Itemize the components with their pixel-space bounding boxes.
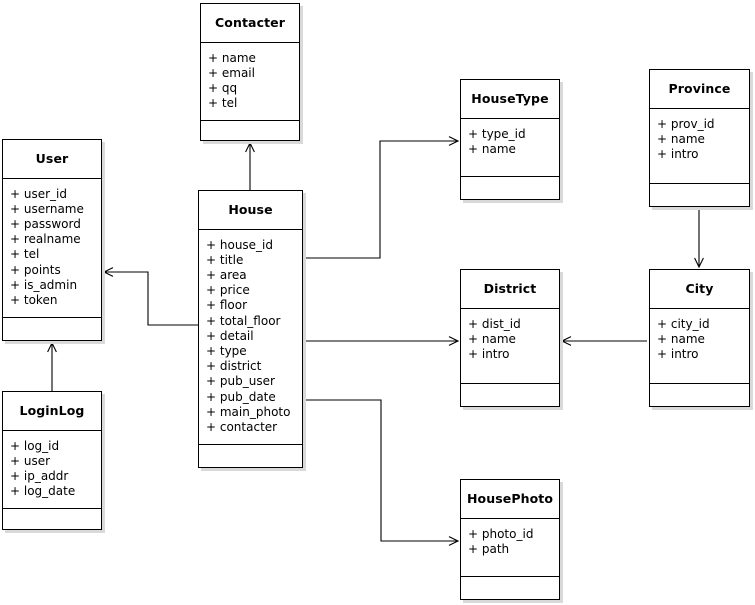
class-box-province[interactable]: Province+ prov_id+ name+ intro [649, 69, 750, 207]
attribute-row: + log_id [10, 438, 60, 453]
attribute-row: + pub_user [206, 374, 275, 389]
attribute-row: + detail [206, 328, 254, 343]
attribute-row: + points [10, 262, 61, 277]
class-box-city[interactable]: City+ city_id+ name+ intro [649, 269, 750, 407]
class-operations-loginlog [3, 509, 101, 531]
class-box-loginlog[interactable]: LoginLog+ log_id+ user+ ip_addr+ log_dat… [2, 391, 102, 530]
attribute-row: + email [208, 65, 255, 80]
class-attributes-city: + city_id+ name+ intro [650, 309, 749, 384]
attribute-row: + password [10, 216, 81, 231]
class-attributes-district: + dist_id+ name+ intro [461, 309, 559, 384]
attribute-row: + floor [206, 298, 248, 313]
class-attributes-housetype: + type_id+ name [461, 119, 559, 177]
class-attributes-housephoto: + photo_id+ path [461, 519, 559, 577]
class-attributes-user: + user_id+ username+ password+ realname+… [3, 179, 101, 319]
attribute-row: + path [468, 541, 510, 556]
attribute-row: + name [468, 141, 516, 156]
attribute-row: + intro [468, 346, 510, 361]
class-operations-district [461, 384, 559, 406]
relationship-house-housephoto [303, 399, 460, 546]
class-title-user: User [3, 140, 101, 179]
attribute-row: + tel [208, 96, 238, 111]
attribute-row: + name [657, 131, 705, 146]
attribute-row: + pub_date [206, 389, 276, 404]
attribute-row: + ip_addr [10, 468, 69, 483]
class-operations-housetype [461, 177, 559, 199]
attribute-row: + district [206, 359, 262, 374]
class-box-housephoto[interactable]: HousePhoto+ photo_id+ path [460, 479, 560, 600]
attribute-row: + is_admin [10, 277, 78, 292]
attribute-row: + name [468, 331, 516, 346]
attribute-row: + dist_id [468, 316, 521, 331]
attribute-row: + main_photo [206, 404, 291, 419]
attribute-row: + name [657, 331, 705, 346]
class-operations-housephoto [461, 577, 559, 599]
class-operations-city [650, 384, 749, 406]
class-title-loginlog: LoginLog [3, 392, 101, 431]
class-title-house: House [199, 191, 302, 230]
class-attributes-contacter: + name+ email+ qq+ tel [201, 43, 299, 122]
attribute-row: + total_floor [206, 313, 281, 328]
class-box-contacter[interactable]: Contacter+ name+ email+ qq+ tel [200, 3, 300, 141]
class-operations-user [3, 318, 101, 340]
attribute-row: + house_id [206, 237, 274, 252]
class-title-city: City [650, 270, 749, 309]
attribute-row: + photo_id [468, 526, 534, 541]
attribute-row: + token [10, 292, 58, 307]
class-box-house[interactable]: House+ house_id+ title+ area+ price+ flo… [198, 190, 303, 468]
class-attributes-province: + prov_id+ name+ intro [650, 109, 749, 184]
attribute-row: + prov_id [657, 116, 715, 131]
attribute-row: + qq [208, 80, 238, 95]
attribute-row: + username [10, 201, 84, 216]
class-attributes-loginlog: + log_id+ user+ ip_addr+ log_date [3, 431, 101, 510]
attribute-row: + realname [10, 232, 81, 247]
class-box-housetype[interactable]: HouseType+ type_id+ name [460, 79, 560, 200]
relationship-house-housetype [303, 136, 460, 259]
class-title-province: Province [650, 70, 749, 109]
class-title-contacter: Contacter [201, 4, 299, 43]
class-box-district[interactable]: District+ dist_id+ name+ intro [460, 269, 560, 407]
class-attributes-house: + house_id+ title+ area+ price+ floor+ t… [199, 230, 302, 446]
attribute-row: + area [206, 267, 247, 282]
attribute-row: + name [208, 50, 256, 65]
attribute-row: + city_id [657, 316, 710, 331]
attribute-row: + type_id [468, 126, 526, 141]
class-title-housetype: HouseType [461, 80, 559, 119]
class-operations-province [650, 184, 749, 206]
attribute-row: + log_date [10, 484, 76, 499]
attribute-row: + price [206, 283, 250, 298]
relationship-house-user [102, 267, 198, 326]
attribute-row: + user_id [10, 186, 67, 201]
attribute-row: + type [206, 343, 247, 358]
class-operations-house [199, 445, 302, 467]
attribute-row: + title [206, 252, 244, 267]
class-title-district: District [461, 270, 559, 309]
attribute-row: + intro [657, 346, 699, 361]
attribute-row: + intro [657, 146, 699, 161]
attribute-row: + tel [10, 247, 40, 262]
class-title-housephoto: HousePhoto [461, 480, 559, 519]
attribute-row: + user [10, 453, 51, 468]
class-box-user[interactable]: User+ user_id+ username+ password+ realn… [2, 139, 102, 341]
class-operations-contacter [201, 121, 299, 143]
attribute-row: + contacter [206, 419, 278, 434]
